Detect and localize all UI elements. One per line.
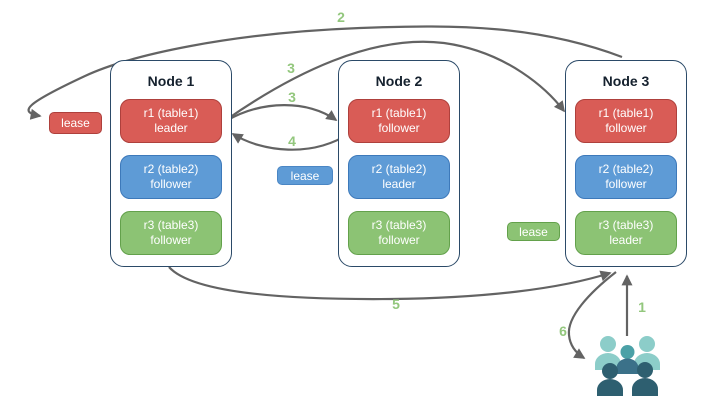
node-3-replica-r3: r3 (table3) leader <box>575 211 677 255</box>
users-group-icon <box>595 336 660 396</box>
replica-role: follower <box>605 121 647 135</box>
replica-name: r3 (table3) <box>598 218 654 232</box>
step-label-5: 5 <box>392 296 400 312</box>
replica-name: r2 (table2) <box>143 162 199 176</box>
node-1: Node 1 r1 (table1) leader r2 (table2) fo… <box>110 60 232 267</box>
replica-name: r1 (table1) <box>143 106 199 120</box>
node-3-title: Node 3 <box>602 73 650 89</box>
arrow-6-response <box>567 271 617 359</box>
replica-role: follower <box>605 177 647 191</box>
replica-name: r1 (table1) <box>371 106 427 120</box>
replica-name: r2 (table2) <box>598 162 654 176</box>
replica-role: leader <box>382 177 416 191</box>
node-2-replica-r3: r3 (table3) follower <box>348 211 450 255</box>
replica-role: follower <box>150 177 192 191</box>
replica-name: r1 (table1) <box>598 106 654 120</box>
replica-name: r3 (table3) <box>371 218 427 232</box>
lease-tag-green: lease <box>507 222 560 241</box>
replica-role: leader <box>154 121 188 135</box>
step-label-2: 2 <box>337 9 345 25</box>
step-label-6: 6 <box>559 323 567 339</box>
arrow-5-forward <box>168 266 612 301</box>
node-3-replica-r1: r1 (table1) follower <box>575 99 677 143</box>
node-1-title: Node 1 <box>147 73 195 89</box>
node-3: Node 3 r1 (table1) follower r2 (table2) … <box>565 60 687 267</box>
replica-name: r2 (table2) <box>371 162 427 176</box>
replica-role: follower <box>378 233 420 247</box>
replica-name: r3 (table3) <box>143 218 199 232</box>
arrow-3-replicate-to-node2 <box>225 104 338 122</box>
node-2-title: Node 2 <box>375 73 423 89</box>
replica-role: follower <box>150 233 192 247</box>
lease-tag-blue: lease <box>277 166 333 185</box>
node-1-replica-r2: r2 (table2) follower <box>120 155 222 199</box>
replica-role: follower <box>378 121 420 135</box>
replica-role: leader <box>609 233 643 247</box>
node-3-replica-r2: r2 (table2) follower <box>575 155 677 199</box>
node-1-replica-r3: r3 (table3) follower <box>120 211 222 255</box>
node-1-replica-r1: r1 (table1) leader <box>120 99 222 143</box>
step-label-3b: 3 <box>288 89 296 105</box>
step-label-4: 4 <box>288 133 296 149</box>
step-label-3a: 3 <box>287 60 295 76</box>
lease-tag-red: lease <box>49 112 102 134</box>
node-2: Node 2 r1 (table1) follower r2 (table2) … <box>338 60 460 267</box>
node-2-replica-r2: r2 (table2) leader <box>348 155 450 199</box>
step-label-1: 1 <box>638 299 646 315</box>
node-2-replica-r1: r1 (table1) follower <box>348 99 450 143</box>
